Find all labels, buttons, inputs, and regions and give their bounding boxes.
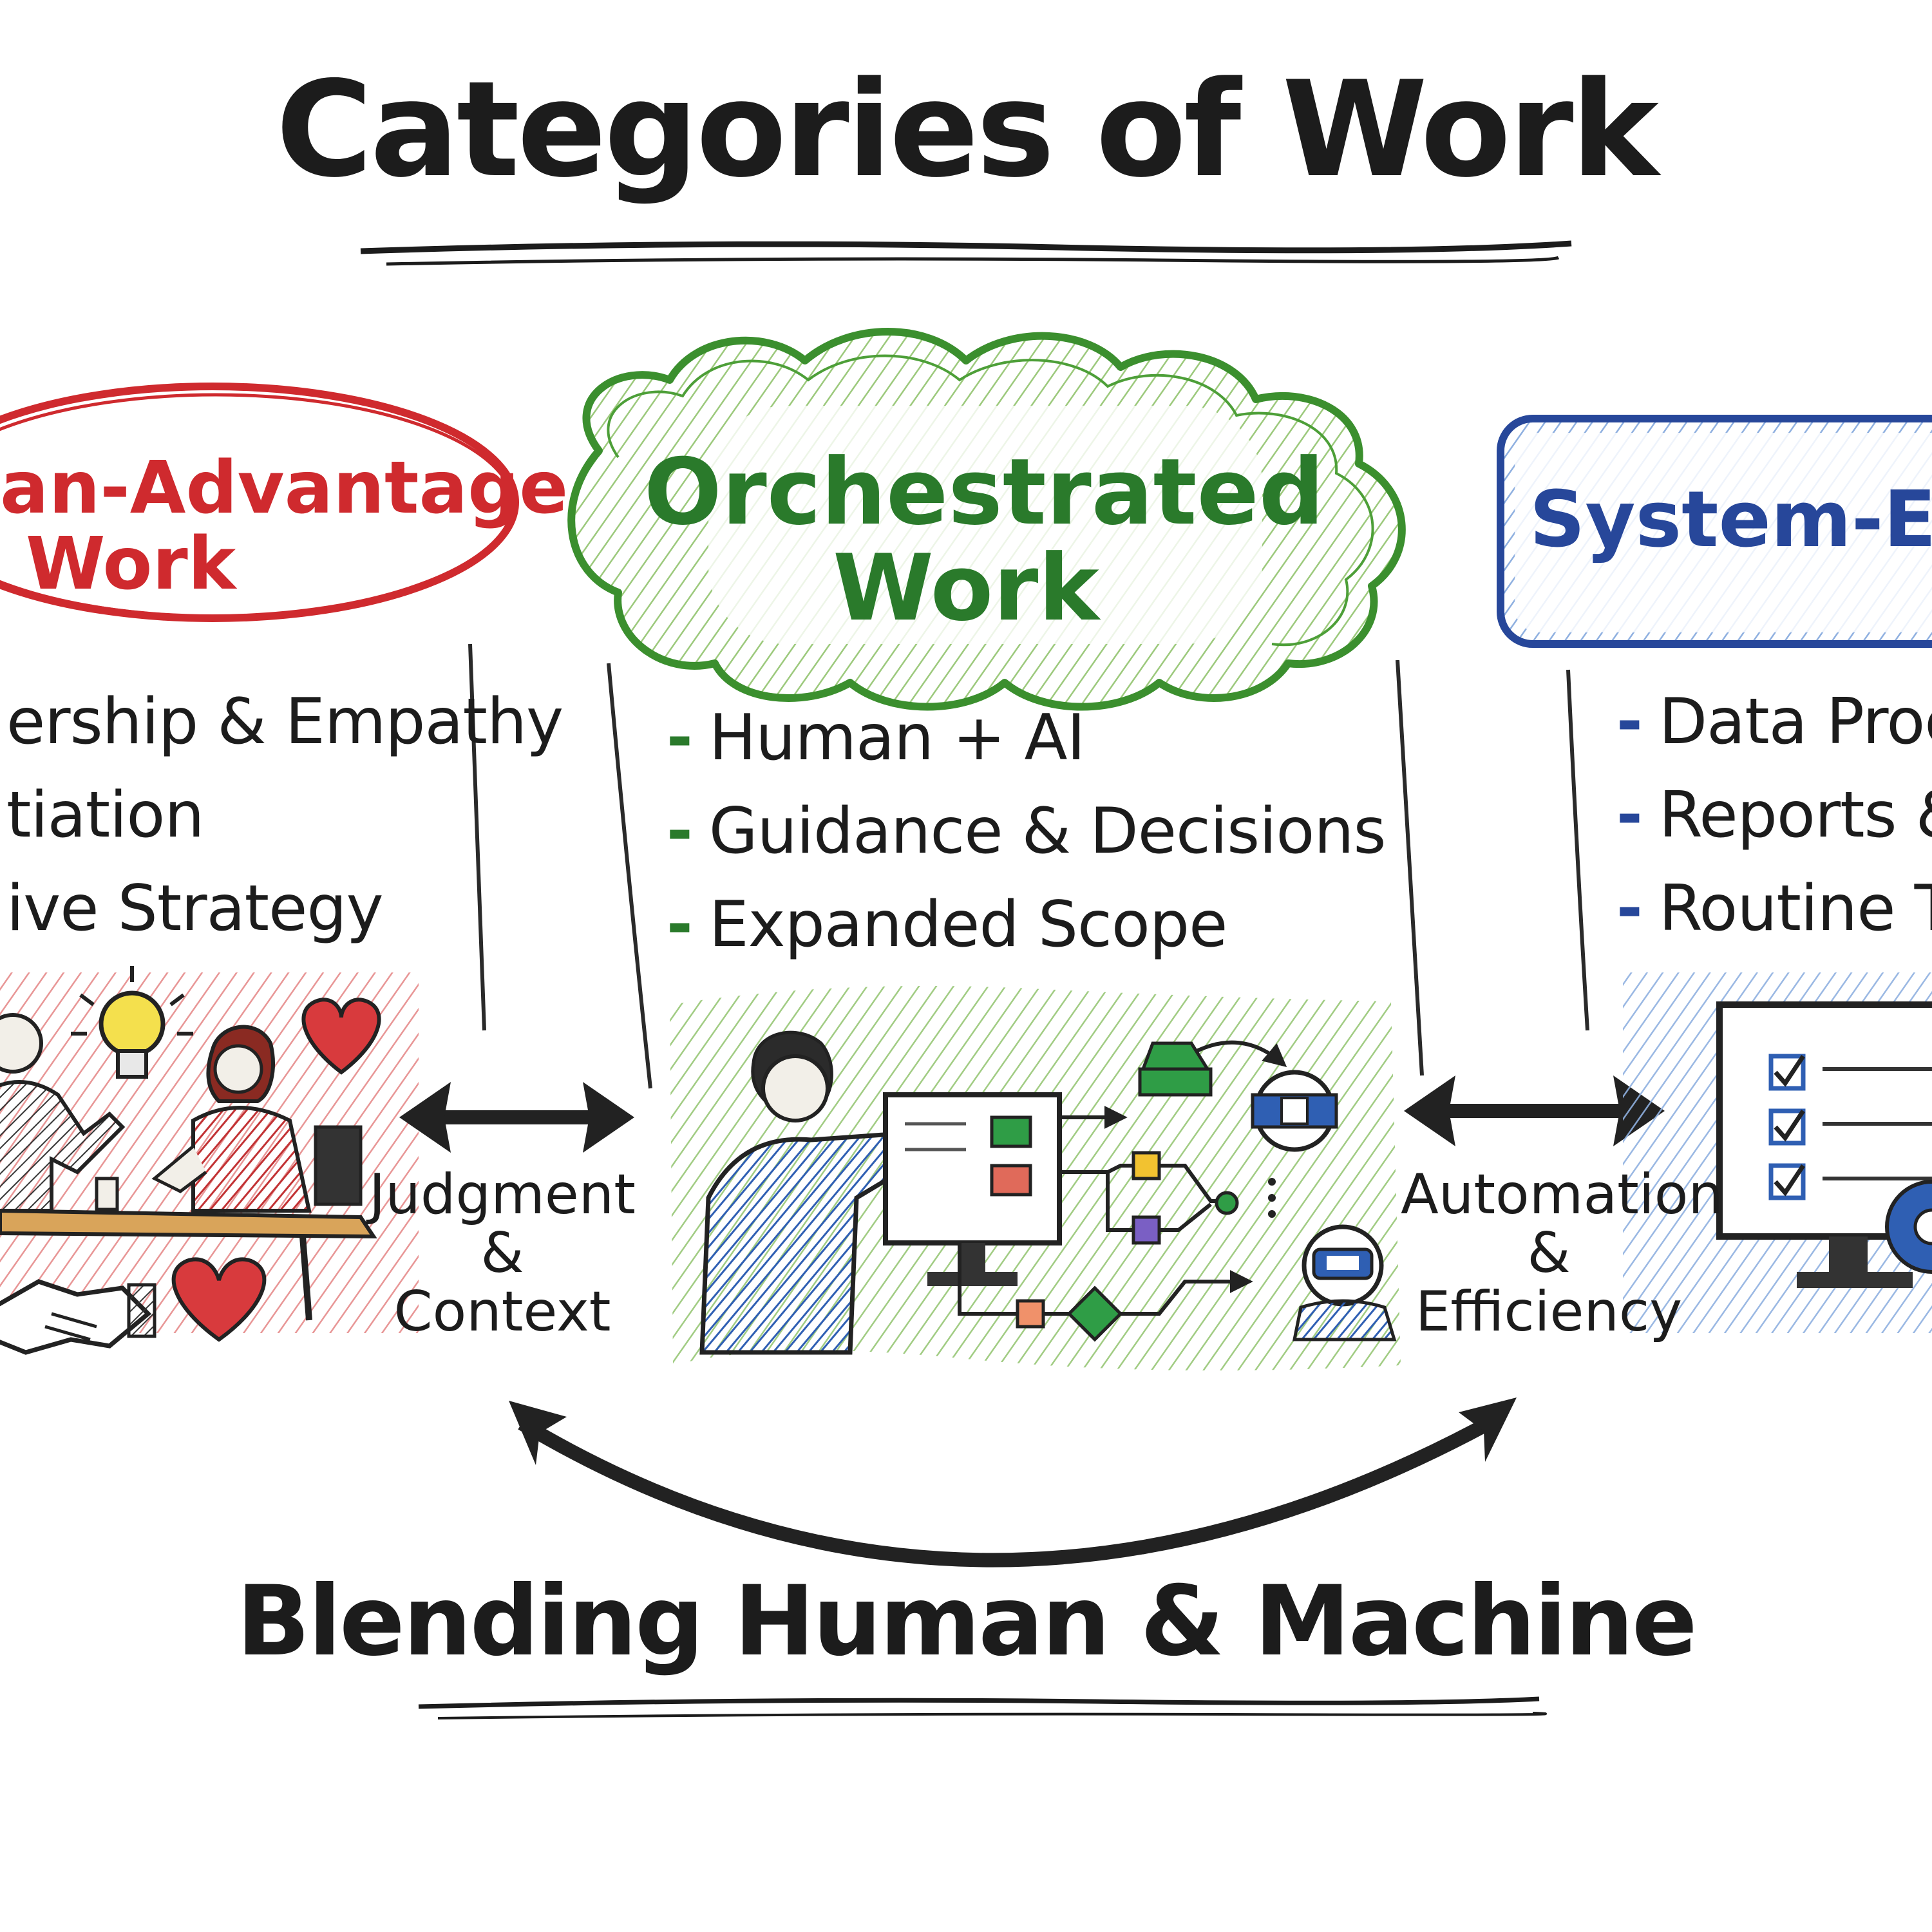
page-title: Categories of Work [276,53,1659,207]
flow-node-orange [1016,1299,1045,1329]
footer-underline [418,1696,1547,1719]
list-item-label: Reports & [1658,779,1932,852]
heart-icon [301,998,381,1075]
bullet-marker: - [667,795,693,868]
robot-icon [1292,1224,1397,1341]
list-item-label: Routine Ta [1658,872,1932,940]
meeting-table [0,1177,377,1321]
connector-right-line1: Automation [1401,1162,1723,1227]
lightbulb-icon [71,966,193,1079]
connector-right-line2: & [1527,1221,1571,1286]
list-item: ership & Empathy [6,685,564,759]
orchestrated-cloud [567,328,1406,711]
list-item: ive Strategy [6,872,384,945]
flow-node-yellow [1132,1151,1161,1180]
handshake-icon [0,1279,156,1355]
flow-node-dot [1215,1191,1239,1215]
connector-right-line3: Efficiency [1415,1280,1683,1345]
list-item: -Data Proce [1616,689,1932,755]
orchestrated-heading-line1: Orchestrated [644,439,1325,545]
human-advantage-frame [0,383,519,622]
connector-left-line1: Judgment [369,1162,636,1227]
list-item: -Routine Ta [1616,876,1932,940]
blending-curved-arrow [509,1397,1517,1567]
list-item: -Guidance & Decisions [667,795,1387,868]
connector-label-left: Judgment & Context [367,1162,638,1345]
connector-left-line2: & [480,1221,524,1286]
footer-caption: Blending Human & Machine [236,1566,1697,1678]
flow-node-diamond [1066,1285,1123,1342]
title-underline [360,240,1572,266]
list-item: tiation [6,779,204,852]
bullet-marker: - [667,701,693,775]
list-item-label: Expanded Scope [708,888,1228,961]
human-advantage-heading-line1: an-Advantage [0,446,569,530]
orchestrated-heading-line2: Work [833,535,1099,642]
person-red-suit [151,1025,363,1213]
list-item-label: Human + AI [708,701,1086,775]
system-executed-frame [1497,415,1932,648]
bullet-marker: - [667,888,693,961]
bullet-marker: - [1616,872,1643,940]
robot-icon [1251,1070,1338,1152]
divider-lines [468,643,1589,1089]
list-item: -Human + AI [667,701,1085,775]
list-item: -Expanded Scope [667,892,1227,958]
heart-icon [171,1257,267,1342]
list-item-label: Data Proce [1658,685,1932,759]
ellipsis-dots [1268,1178,1276,1218]
list-item: -Reports & [1616,782,1932,849]
system-executed-list: -Data Proce -Reports & -Routine Ta [1610,683,1932,940]
connector-label-right: Automation & Efficiency [1401,1162,1723,1345]
double-arrow-left [399,1082,634,1153]
human-advantage-scene [0,966,419,1355]
system-executed-scene [1623,972,1932,1333]
human-advantage-heading-line2: Work [26,522,236,606]
orchestrated-scene [670,985,1401,1370]
flow-node-purple [1132,1215,1161,1245]
bullet-marker: - [1616,779,1643,852]
monitor-icon [883,1092,1062,1286]
connector-left-line3: Context [393,1280,611,1345]
machine-icon [1138,1041,1213,1097]
gear-icon [1885,1180,1932,1274]
list-item-label: Guidance & Decisions [708,795,1387,868]
system-executed-heading-line1: System-Execu [1530,475,1932,565]
person-dark-suit [0,1013,126,1213]
system-executed-heading: System-Execu [1530,480,1932,561]
human-advantage-heading: an-Advantage Work [0,446,569,606]
orchestrated-heading: Orchestrated Work [644,439,1325,642]
bullet-marker: - [1616,685,1643,759]
